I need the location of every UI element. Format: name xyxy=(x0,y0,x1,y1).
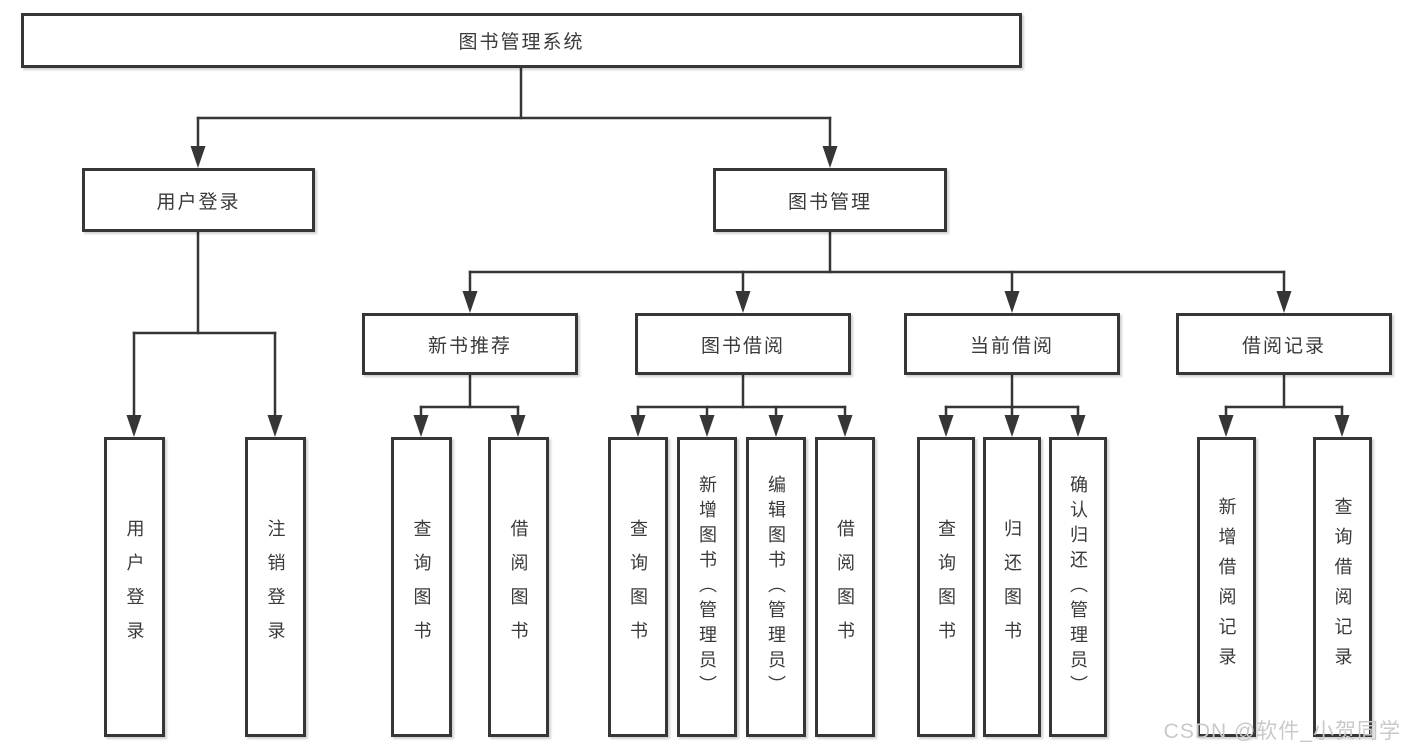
node-add-borrow-record-label: 新增借阅记录 xyxy=(1216,497,1237,677)
node-return-books-label: 归还图书 xyxy=(1002,519,1022,655)
node-new-book-recommendation-label: 新书推荐 xyxy=(427,335,512,357)
node-borrowing-records-label: 借阅记录 xyxy=(1241,335,1326,357)
node-current-borrowing: 当前借阅 xyxy=(904,313,1120,375)
node-new-book-recommendation: 新书推荐 xyxy=(362,313,578,375)
node-borrow-books-recommend-label: 借阅图书 xyxy=(508,519,529,655)
node-edit-book-admin: 编辑图书（管理员） xyxy=(746,437,806,737)
node-return-books: 归还图书 xyxy=(983,437,1041,737)
node-borrow-books: 借阅图书 xyxy=(815,437,875,737)
node-query-books-current-label: 查询图书 xyxy=(936,519,956,655)
node-edit-book-admin-label: 编辑图书（管理员） xyxy=(766,474,786,700)
node-book-borrowing: 图书借阅 xyxy=(635,313,851,375)
node-user-login-leaf-label: 用户登录 xyxy=(124,519,145,655)
node-query-books-borrowing-label: 查询图书 xyxy=(628,519,648,655)
node-confirm-return-admin: 确认归还（管理员） xyxy=(1049,437,1107,737)
node-query-books-recommend-label: 查询图书 xyxy=(411,519,432,655)
node-borrowing-records: 借阅记录 xyxy=(1176,313,1392,375)
node-root-label: 图书管理系统 xyxy=(458,32,585,53)
node-book-borrowing-label: 图书借阅 xyxy=(700,335,785,357)
node-query-books-current: 查询图书 xyxy=(917,437,975,737)
node-borrow-books-label: 借阅图书 xyxy=(835,519,855,655)
node-book-management-label: 图书管理 xyxy=(787,191,872,213)
node-add-book-admin-label: 新增图书（管理员） xyxy=(697,474,717,700)
node-user-login-label: 用户登录 xyxy=(156,191,241,213)
node-logout: 注销登录 xyxy=(245,437,306,737)
node-query-borrow-record-label: 查询借阅记录 xyxy=(1332,497,1353,677)
node-current-borrowing-label: 当前借阅 xyxy=(969,335,1054,357)
node-borrow-books-recommend: 借阅图书 xyxy=(488,437,549,737)
node-root: 图书管理系统 xyxy=(21,13,1022,68)
node-logout-label: 注销登录 xyxy=(265,519,286,655)
node-add-book-admin: 新增图书（管理员） xyxy=(677,437,737,737)
node-query-borrow-record: 查询借阅记录 xyxy=(1313,437,1372,737)
node-add-borrow-record: 新增借阅记录 xyxy=(1197,437,1256,737)
node-user-login: 用户登录 xyxy=(82,168,315,232)
node-query-books-borrowing: 查询图书 xyxy=(608,437,668,737)
node-confirm-return-admin-label: 确认归还（管理员） xyxy=(1068,474,1088,700)
node-query-books-recommend: 查询图书 xyxy=(391,437,452,737)
node-book-management: 图书管理 xyxy=(713,168,947,232)
node-user-login-leaf: 用户登录 xyxy=(104,437,165,737)
